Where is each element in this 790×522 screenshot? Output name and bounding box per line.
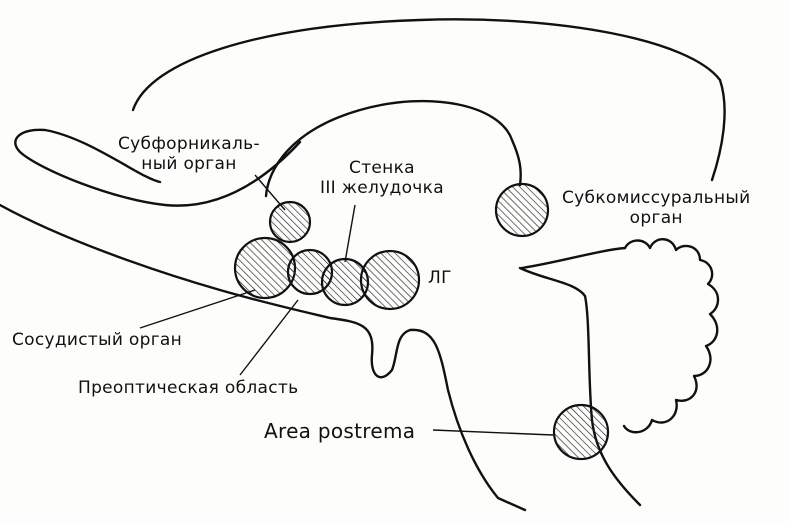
brainstem-top xyxy=(522,248,625,268)
label-subfornical-line1: Субфорникаль- xyxy=(118,134,260,154)
label-vascular-organ: Сосудистый орган xyxy=(12,330,182,350)
pointer-preoptic xyxy=(240,300,298,375)
label-lg: ЛГ xyxy=(428,268,452,288)
label-area-postrema: Area postrema xyxy=(264,421,415,441)
pointer-area-postrema xyxy=(433,430,553,435)
cerebellum-outline xyxy=(624,239,718,432)
label-subcommissural: Субкомиссуральный орган xyxy=(562,188,751,228)
subfornical-organ-circle xyxy=(270,202,310,242)
subcommissural-organ-circle xyxy=(496,184,548,236)
label-subfornical: Субфорникаль- ный орган xyxy=(118,134,260,174)
pointer-wall xyxy=(345,205,355,262)
brainstem-edge xyxy=(520,268,640,505)
label-wall-line1: Стенка xyxy=(320,158,444,178)
label-preoptic-area: Преоптическая область xyxy=(78,378,298,398)
label-wall-line2: III желудочка xyxy=(320,178,444,198)
label-subfornical-line2: ный орган xyxy=(118,154,260,174)
label-subcommissural-line1: Субкомиссуральный xyxy=(562,188,751,208)
area-postrema-circle xyxy=(554,405,608,459)
label-subcommissural-line2: орган xyxy=(562,208,751,228)
lg-circle xyxy=(361,251,419,309)
vascular-organ-circle xyxy=(235,238,295,298)
label-third-ventricle-wall: Стенка III желудочка xyxy=(320,158,444,198)
pointer-vascular xyxy=(140,290,255,328)
